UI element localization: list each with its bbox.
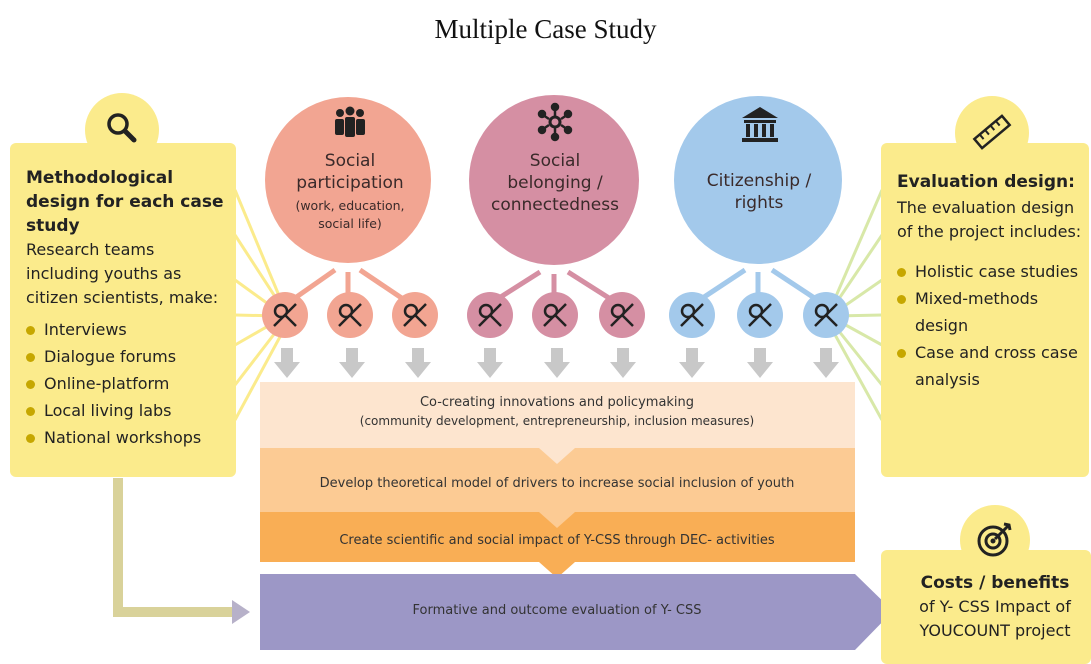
left-panel-list: Interviews Dialogue forums Online-platfo… (26, 316, 232, 451)
right-panel-description: The evaluation design of the project inc… (897, 198, 1082, 241)
circle-social-participation (265, 97, 431, 308)
band-2: Develop theoretical model of drivers to … (262, 475, 852, 493)
list-item: Online-platform (26, 370, 232, 397)
list-item: Interviews (26, 316, 232, 343)
right-panel-heading: Evaluation design: (897, 172, 1075, 192)
list-item: Case and cross case analysis (897, 339, 1087, 393)
left-panel-description: Research teams including youths as citiz… (26, 240, 219, 307)
band-2-bg (260, 446, 855, 528)
institution-icon (742, 107, 778, 142)
circle-subtitle: (work, education, social life) (295, 198, 405, 231)
circle-title: Social belonging / connectedness (491, 151, 619, 215)
evaluation-arrow-bg (260, 574, 893, 650)
down-arrows (274, 348, 839, 378)
list-item: Dialogue forums (26, 343, 232, 370)
left-to-evaluation-arrowhead (232, 600, 250, 624)
costs-panel-heading: Costs / benefits (920, 573, 1070, 593)
right-panel: Evaluation design: The evaluation design… (897, 170, 1087, 393)
circle-title: Social participation (296, 151, 404, 193)
left-panel-heading: Methodological design for each case stud… (26, 168, 224, 236)
circle-title: Citizenship / rights (706, 171, 812, 213)
left-panel: Methodological design for each case stud… (26, 166, 232, 451)
band-1-bg (260, 382, 855, 464)
people-icon (335, 106, 365, 137)
evaluation-arrow: Formative and outcome evaluation of Y- C… (262, 602, 852, 620)
evaluation-arrow-label: Formative and outcome evaluation of Y- C… (412, 603, 702, 618)
right-panel-list: Holistic case studies Mixed-methods desi… (897, 258, 1087, 393)
circle-label-social-belonging: Social belonging / connectedness (490, 150, 620, 216)
band-3-title: Create scientific and social impact of Y… (339, 533, 775, 548)
right-panel-icon-bubble (955, 96, 1029, 170)
costs-panel: Costs / benefits of Y- CSS Impact of YOU… (910, 571, 1080, 643)
band-3: Create scientific and social impact of Y… (262, 532, 852, 550)
band-1-subtitle: (community development, entrepreneurship… (359, 414, 755, 428)
costs-panel-bg (881, 550, 1091, 664)
left-panel-bg (10, 143, 236, 477)
list-item: National workshops (26, 424, 232, 451)
list-item: Mixed-methods design (897, 285, 1087, 339)
network-icon (537, 102, 573, 142)
right-panel-bg (881, 143, 1089, 477)
case-icons (262, 292, 849, 338)
target-icon (977, 522, 1012, 557)
band-1: Co-creating innovations and policymaking… (262, 394, 852, 430)
left-to-evaluation-connector (113, 478, 236, 617)
circle-label-social-participation: Social participation (work, education, s… (280, 150, 420, 233)
list-item: Local living labs (26, 397, 232, 424)
magnifier-icon (107, 113, 137, 143)
left-panel-icon-bubble (85, 93, 159, 167)
list-item: Holistic case studies (897, 258, 1087, 285)
band-2-title: Develop theoretical model of drivers to … (319, 476, 795, 491)
band-1-title: Co-creating innovations and policymaking (419, 395, 695, 410)
costs-panel-description: of Y- CSS Impact of YOUCOUNT project (919, 597, 1071, 640)
ruler-icon (972, 114, 1012, 150)
band-3-bg (260, 508, 855, 578)
circle-label-citizenship: Citizenship / rights (700, 170, 818, 214)
page-title: Multiple Case Study (434, 14, 657, 44)
